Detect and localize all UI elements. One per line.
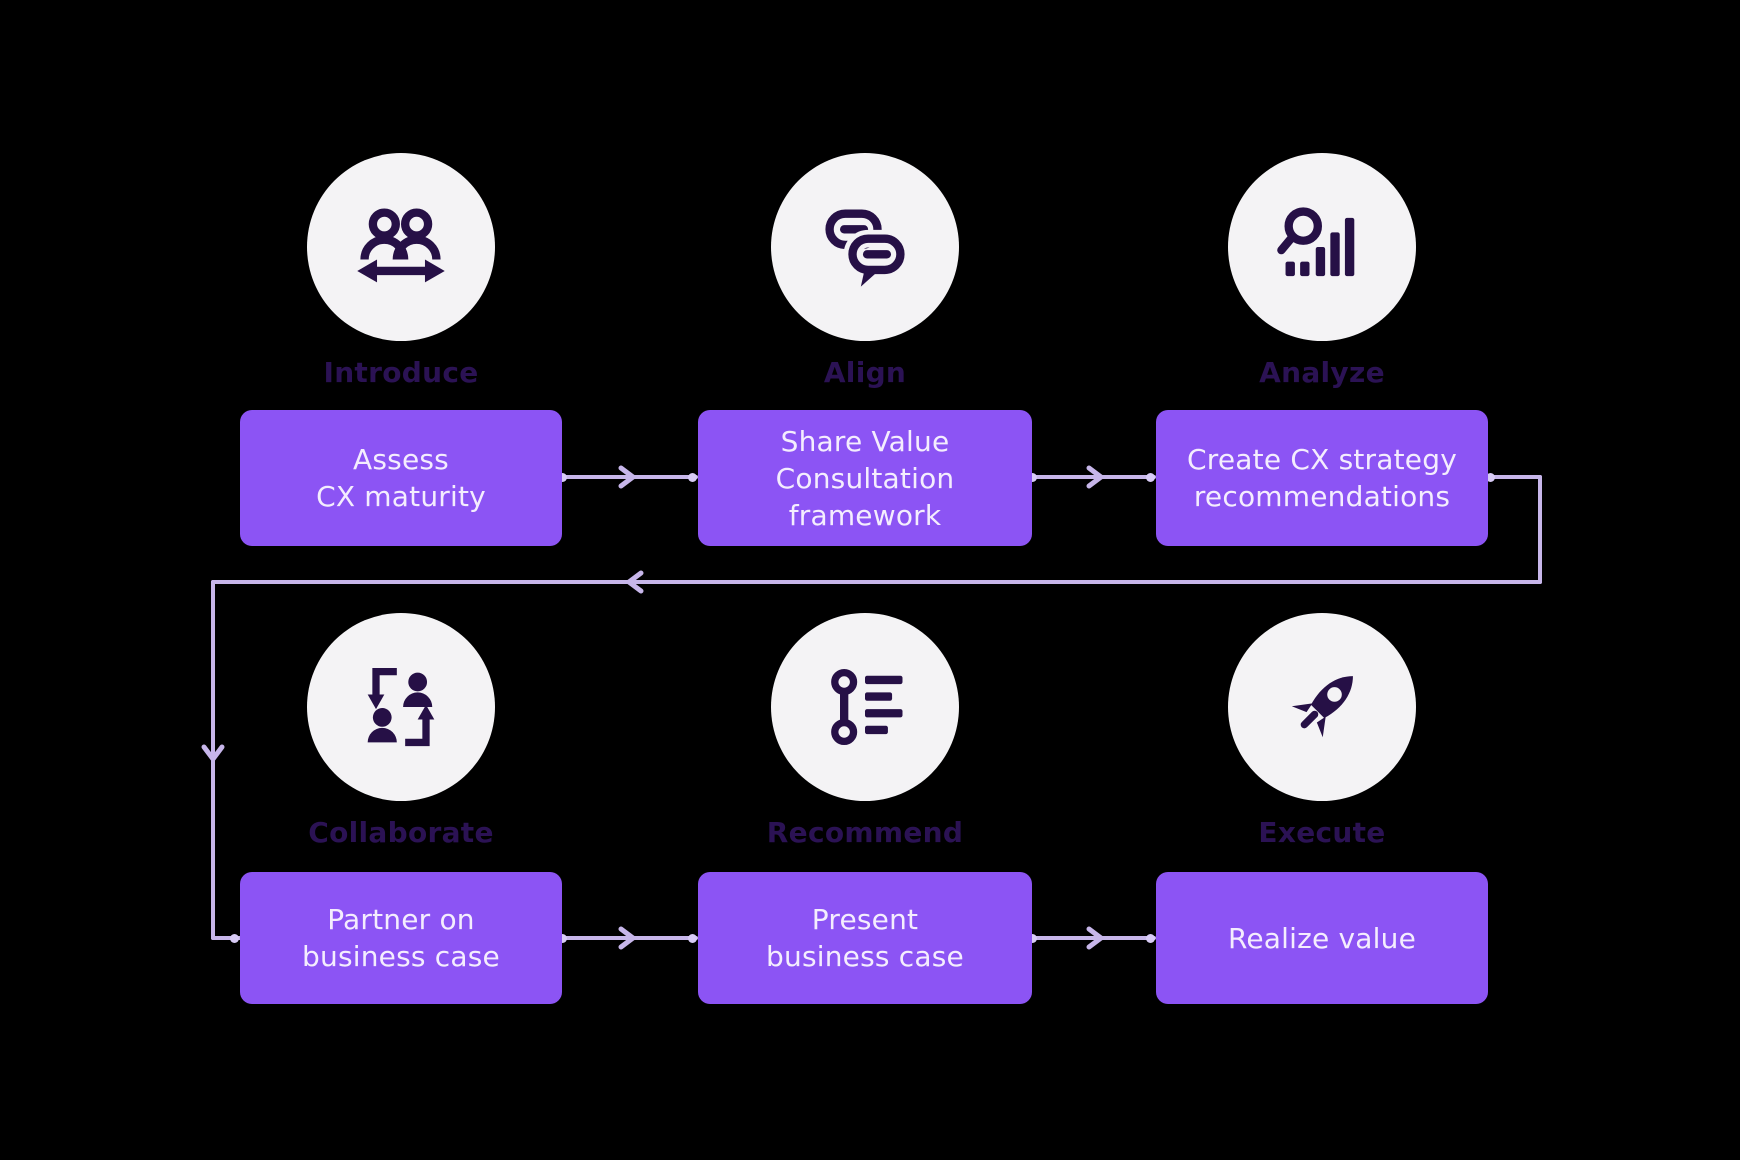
- arrow-right-icon: [1086, 465, 1104, 489]
- step-box-text: Realize value: [1227, 921, 1417, 955]
- step-box: Assess CX maturity: [240, 410, 562, 546]
- arrow-down-icon: [201, 744, 225, 762]
- connector-dot: [230, 934, 239, 943]
- feedback-line-end: [211, 936, 244, 940]
- step-icon-circle: [307, 153, 495, 341]
- step-label: Analyze: [1259, 356, 1385, 389]
- step-icon-circle: [1228, 153, 1416, 341]
- step-label: Introduce: [323, 356, 479, 389]
- connector-dot: [688, 473, 697, 482]
- step-box: Present business case: [698, 872, 1032, 1004]
- connector-share-to-create: [1032, 475, 1156, 479]
- step-box-text: Partner on business case: [302, 903, 500, 973]
- step-box: Partner on business case: [240, 872, 562, 1004]
- feedback-line-start: [1488, 475, 1542, 479]
- step-execute: Execute Realize value: [1156, 613, 1488, 1011]
- people-sync-icon: [367, 667, 435, 747]
- step-box-text: Present business case: [766, 903, 964, 973]
- connector-dot: [1146, 934, 1155, 943]
- step-icon-circle: [1228, 613, 1416, 801]
- connector-dot: [1028, 934, 1037, 943]
- connector-dot: [558, 473, 567, 482]
- arrow-left-icon: [626, 570, 644, 594]
- step-icon-circle: [307, 613, 495, 801]
- step-box: Share Value Consultation framework: [698, 410, 1032, 546]
- step-recommend: Recommend Present business case: [698, 613, 1032, 1011]
- feedback-line-right-drop: [1538, 475, 1542, 584]
- rocket-icon: [1291, 676, 1353, 738]
- step-collaborate: Collaborate Partner on business case: [240, 613, 562, 1011]
- connector-dot: [1028, 473, 1037, 482]
- connector-dot: [558, 934, 567, 943]
- chat-bubbles-icon: [825, 209, 910, 287]
- chart-magnifier-icon: [1277, 207, 1355, 277]
- step-align: Align Share Value Consultation framework: [698, 153, 1032, 551]
- step-icon-circle: [771, 613, 959, 801]
- connector-dot: [1486, 473, 1495, 482]
- step-label: Recommend: [766, 816, 964, 849]
- step-icon-circle: [771, 153, 959, 341]
- step-box-text: Create CX strategy recommendations: [1187, 443, 1457, 513]
- step-box-text: Assess CX maturity: [316, 443, 486, 513]
- feedback-line-across: [211, 580, 1542, 584]
- arrow-right-icon: [618, 926, 636, 950]
- step-box-text: Share Value Consultation framework: [775, 424, 955, 532]
- people-exchange-icon: [357, 208, 445, 283]
- step-analyze: Analyze Create CX strategy recommendatio…: [1156, 153, 1488, 551]
- arrow-right-icon: [618, 465, 636, 489]
- step-label: Execute: [1258, 816, 1386, 849]
- step-label: Collaborate: [308, 816, 494, 849]
- step-box: Realize value: [1156, 872, 1488, 1004]
- step-introduce: Introduce Assess CX maturity: [240, 153, 562, 551]
- step-label: Align: [823, 356, 907, 389]
- connector-dot: [688, 934, 697, 943]
- step-box: Create CX strategy recommendations: [1156, 410, 1488, 546]
- connector-dot: [1146, 473, 1155, 482]
- arrow-right-icon: [1086, 926, 1104, 950]
- connector-present-to-realize: [1032, 936, 1156, 940]
- timeline-list-icon: [831, 668, 903, 746]
